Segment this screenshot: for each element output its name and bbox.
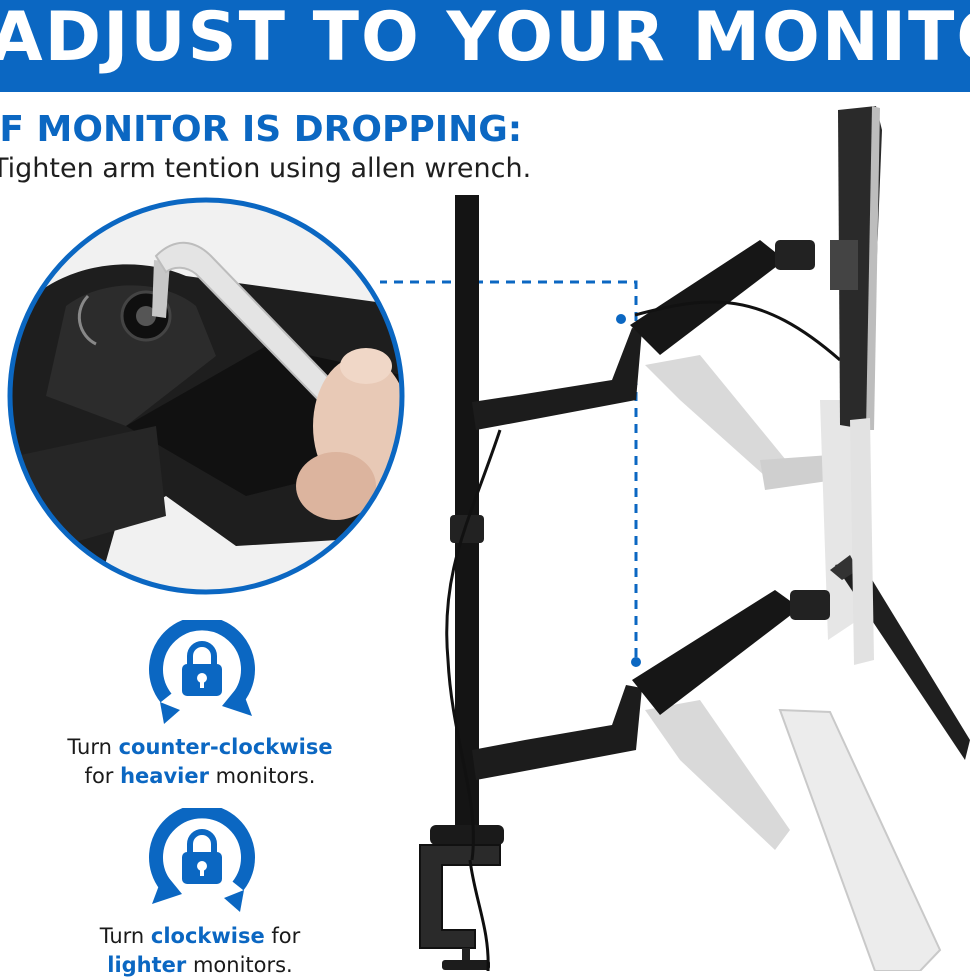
instruction-text: Turn bbox=[99, 924, 151, 948]
instruction-emphasis: clockwise bbox=[150, 924, 265, 948]
lock-rotate-counter-clockwise-icon bbox=[149, 620, 255, 724]
instruction-text: Turn bbox=[67, 735, 119, 759]
instruction-text: for bbox=[84, 764, 121, 788]
counter-clockwise-instruction: Turn counter-clockwise for heavier monit… bbox=[20, 733, 380, 791]
instruction-text: for bbox=[264, 924, 301, 948]
instruction-emphasis: lighter bbox=[107, 953, 187, 977]
allen-wrench-detail-image bbox=[7, 197, 405, 595]
instruction-text: monitors. bbox=[186, 953, 293, 977]
title-banner: ADJUST TO YOUR MONITOR bbox=[0, 0, 970, 92]
lock-rotate-clockwise-icon bbox=[149, 808, 255, 912]
banner-title: ADJUST TO YOUR MONITOR bbox=[0, 0, 970, 77]
instruction-text: monitors. bbox=[208, 764, 316, 788]
instruction-emphasis: heavier bbox=[120, 764, 209, 788]
dual-monitor-arm-image bbox=[380, 106, 970, 971]
clockwise-instruction: Turn clockwise for lighter monitors. bbox=[20, 922, 380, 980]
section-heading: IF MONITOR IS DROPPING: bbox=[0, 109, 523, 150]
section-subheading: Tighten arm tention using allen wrench. bbox=[0, 153, 532, 184]
instruction-emphasis: counter-clockwise bbox=[118, 735, 333, 759]
